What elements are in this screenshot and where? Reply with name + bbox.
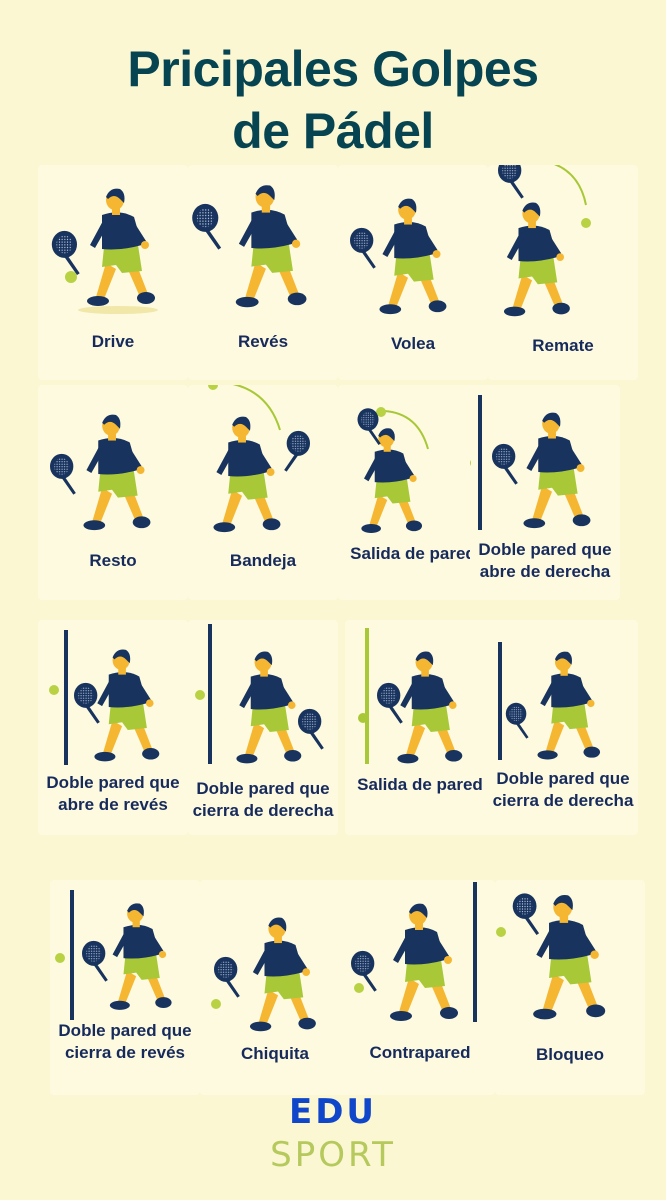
stroke-card-salida-de-pared-2: Salida de pared	[345, 620, 495, 835]
player-doble-pared-cierra-reves-icon	[55, 890, 172, 1020]
page-title: Pricipales Golpes de Pádel	[0, 38, 666, 162]
stroke-label: Chiquita	[241, 1044, 309, 1063]
stroke-card-salida-de-pared: Salida de pared	[338, 385, 488, 600]
player-doble-pared-abre-derecha-icon	[470, 395, 591, 530]
stroke-card-bloqueo: Bloqueo	[495, 880, 645, 1095]
player-doble-pared-cierra-derecha-icon	[195, 624, 324, 764]
stroke-label: Doble pared que abre de revés	[46, 773, 180, 814]
player-bloqueo-icon	[496, 893, 606, 1020]
player-drive-icon	[51, 188, 158, 314]
stroke-card-doble-pared-abre-derecha: Doble pared que abre de derecha	[470, 385, 620, 600]
stroke-label: Salida de pared	[357, 775, 483, 794]
stroke-card-volea: Volea	[338, 165, 488, 380]
title-line-2: de Pádel	[232, 103, 434, 159]
player-salida-de-pared-icon	[357, 407, 429, 533]
player-chiquita-icon	[211, 917, 316, 1032]
stroke-card-reves: Revés	[188, 165, 338, 380]
player-volea-icon	[350, 198, 447, 315]
logo-sport: SPORT	[270, 1135, 396, 1175]
stroke-card-contrapared: Contrapared	[345, 880, 495, 1095]
player-bandeja-icon	[208, 385, 310, 533]
player-salida-de-pared-icon	[358, 628, 463, 764]
stroke-label: Volea	[390, 334, 436, 353]
player-reves-icon	[192, 185, 307, 308]
stroke-label: Doble pared que abre de derecha	[478, 540, 612, 581]
stroke-card-remate: Remate	[488, 165, 638, 380]
stroke-label: Doble pared que cierra de derecha	[192, 779, 334, 820]
stroke-label: Resto	[89, 551, 137, 570]
stroke-label: Bandeja	[229, 551, 297, 570]
stroke-label: Drive	[91, 332, 135, 351]
stroke-card-doble-pared-cierra-derecha-2: Doble pared que cierra de derecha	[488, 620, 638, 835]
stroke-label: Contrapared	[369, 1043, 471, 1062]
stroke-label: Doble pared que cierra de derecha	[492, 769, 634, 810]
player-contrapared-icon	[351, 882, 477, 1022]
stroke-card-doble-pared-cierra-derecha: Doble pared que cierra de derecha	[188, 620, 338, 835]
stroke-card-bandeja: Bandeja	[188, 385, 338, 600]
stroke-label: Revés	[237, 332, 289, 351]
player-doble-pared-abre-reves-icon	[49, 630, 160, 765]
stroke-card-drive: Drive	[38, 165, 188, 380]
stroke-label: Bloqueo	[536, 1045, 604, 1064]
stroke-card-doble-pared-cierra-reves: Doble pared que cierra de revés	[50, 880, 200, 1095]
stroke-label: Doble pared que cierra de revés	[58, 1021, 192, 1062]
stroke-card-resto: Resto	[38, 385, 188, 600]
stroke-card-doble-pared-abre-reves: Doble pared que abre de revés	[38, 620, 188, 835]
logo-edu: EDU	[288, 1092, 378, 1132]
player-remate-icon	[498, 165, 591, 317]
player-resto-icon	[50, 414, 151, 531]
title-line-1: Pricipales Golpes	[127, 41, 539, 97]
stroke-card-chiquita: Chiquita	[200, 880, 350, 1095]
player-doble-pared-cierra-derecha-icon	[498, 642, 601, 760]
stroke-label: Salida de pared	[350, 544, 476, 563]
stroke-label: Remate	[532, 336, 594, 355]
